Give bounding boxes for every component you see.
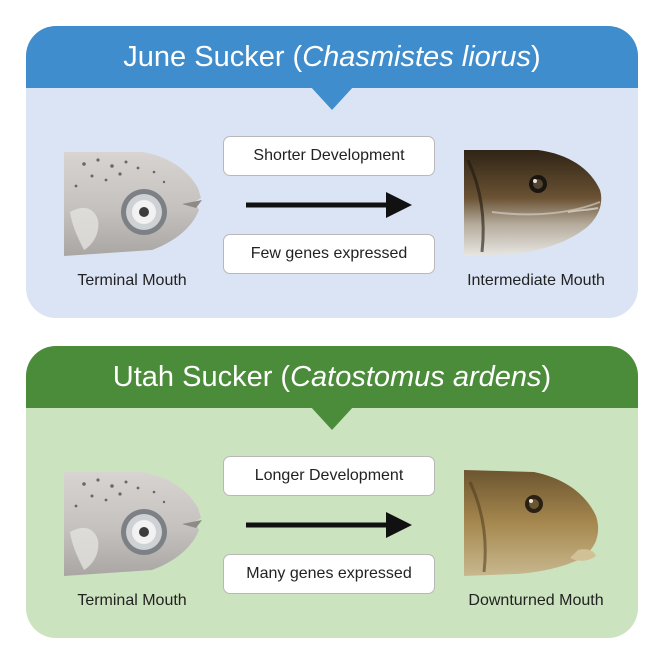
june-title-common: June Sucker ( (123, 40, 303, 73)
utah-header-pointer (310, 406, 354, 430)
longer-development-box: Longer Development (223, 456, 435, 496)
june-title-scientific: Chasmistes liorus (302, 40, 532, 73)
downturned-mouth-caption: Downturned Mouth (468, 592, 604, 609)
june-header-pointer (310, 86, 354, 110)
terminal-mouth-caption: Terminal Mouth (77, 272, 187, 289)
utah-sucker-header: Utah Sucker (Catostomus ardens) (26, 346, 638, 408)
june-sucker-header: June Sucker (Chasmistes liorus) (26, 26, 638, 88)
larval-fish-head-icon (64, 152, 202, 256)
utah-title-close: ) (541, 360, 552, 393)
utah-title-common: Utah Sucker ( (112, 360, 291, 393)
terminal-mouth-caption: Terminal Mouth (77, 592, 187, 609)
june-title-close: ) (531, 40, 541, 73)
intermediate-mouth-caption: Intermediate Mouth (467, 272, 605, 289)
utah-sucker-panel: Utah Sucker (Catostomus ardens) Longer D… (26, 346, 638, 638)
right-arrow-icon (246, 512, 412, 538)
utah-title-scientific: Catostomus ardens (290, 360, 542, 393)
june-sucker-panel: June Sucker (Chasmistes liorus) Shorter … (26, 26, 638, 318)
right-arrow-icon (246, 192, 412, 218)
intermediate-mouth-fish-head-icon (464, 150, 602, 256)
larval-fish-head-icon (64, 472, 202, 576)
many-genes-expressed-box: Many genes expressed (223, 554, 435, 594)
few-genes-expressed-box: Few genes expressed (223, 234, 435, 274)
downturned-mouth-fish-head-icon (464, 470, 599, 576)
shorter-development-box: Shorter Development (223, 136, 435, 176)
